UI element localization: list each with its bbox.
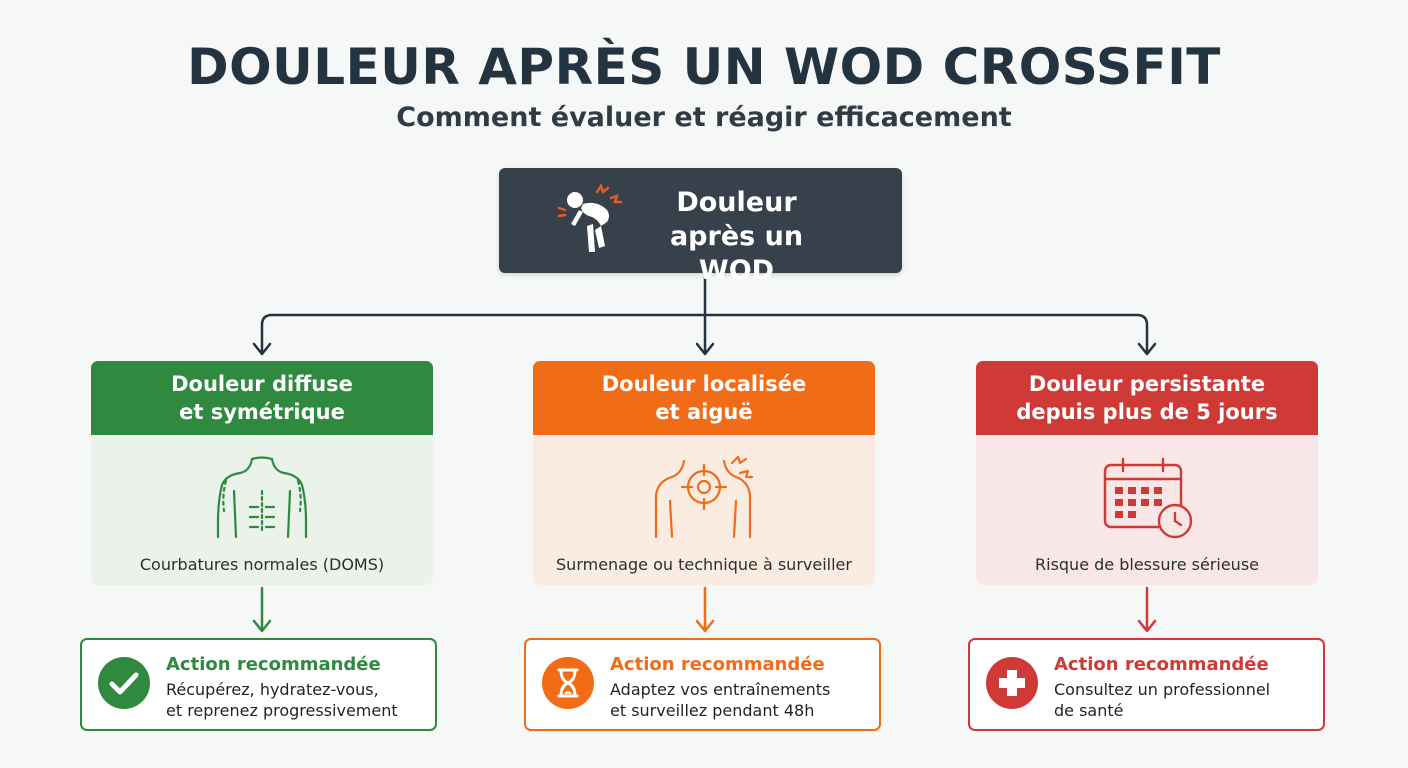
action-text-line: Adaptez vos entraînements <box>610 680 831 699</box>
card-description: Risque de blessure sérieuse <box>1035 555 1259 574</box>
target-shoulder-icon <box>654 455 754 539</box>
card-localized-pain: Douleur localisée et aiguë Surmenage ou … <box>533 361 875 585</box>
action-text-line: et surveillez pendant 48h <box>610 701 815 720</box>
action-text-line: Consultez un professionnel <box>1054 680 1271 699</box>
action-text-line: de santé <box>1054 701 1124 720</box>
connector-horizontal <box>270 313 1149 355</box>
root-label: Douleur après un WOD <box>669 187 804 286</box>
card-header: Douleur localisée et aiguë <box>533 361 875 435</box>
arrowhead-center <box>695 342 715 356</box>
action-text-line: Récupérez, hydratez-vous, <box>166 680 379 699</box>
card-header: Douleur diffuse et symétrique <box>91 361 433 435</box>
card-description: Courbatures normales (DOMS) <box>139 555 385 574</box>
action-text-line: et reprenez progressivement <box>166 701 398 720</box>
action-title: Action recommandée <box>610 654 825 675</box>
connector-red-action <box>1137 586 1157 633</box>
medical-cross-icon <box>986 657 1038 709</box>
action-title: Action recommandée <box>1054 654 1269 675</box>
person-back-pain-icon <box>557 183 623 252</box>
page-subtitle: Comment évaluer et réagir efficacement <box>396 102 1012 133</box>
card-persistent-pain: Douleur persistante depuis plus de 5 jou… <box>976 361 1318 585</box>
action-box-adapt: Action recommandée Adaptez vos entraînem… <box>524 638 881 731</box>
action-title: Action recommandée <box>166 654 381 675</box>
checkmark-icon <box>98 657 150 709</box>
connector-left <box>260 313 274 355</box>
card-diffuse-pain: Douleur diffuse et symétrique Courbature… <box>91 361 433 585</box>
action-box-recover: Action recommandée Récupérez, hydratez-v… <box>80 638 437 731</box>
calendar-clock-icon <box>1103 457 1193 539</box>
card-header: Douleur persistante depuis plus de 5 jou… <box>976 361 1318 435</box>
hourglass-icon <box>542 657 594 709</box>
arrowhead-right <box>1137 342 1157 356</box>
root-node: Douleur après un WOD <box>499 168 902 286</box>
card-description: Surmenage ou technique à surveiller <box>556 555 852 574</box>
connector-orange-action <box>695 586 715 633</box>
connector-green-action <box>252 586 272 633</box>
action-box-consult: Action recommandée Consultez un professi… <box>968 638 1325 731</box>
arrowhead-left <box>252 342 272 356</box>
page-title: DOULEUR APRÈS UN WOD CROSSFIT <box>187 38 1221 96</box>
muscular-torso-icon <box>216 456 308 539</box>
